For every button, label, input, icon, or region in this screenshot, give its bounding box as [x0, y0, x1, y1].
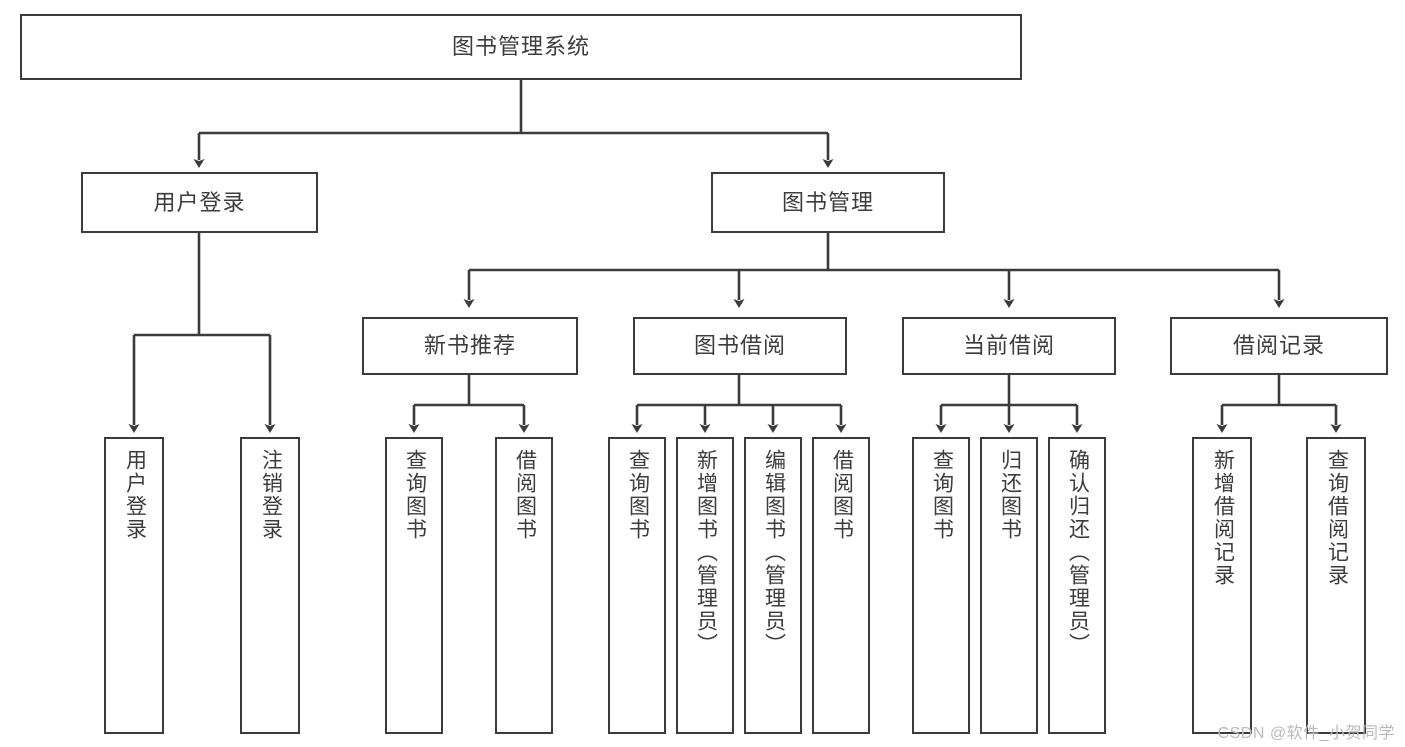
node-current-borrow-label: 当前借阅 [962, 333, 1055, 359]
leaf-borrow-book-1-label: 借阅图书 [513, 449, 537, 541]
leaf-return-book-label: 归还图书 [998, 449, 1022, 541]
leaf-query-book-2[interactable]: 查询图书 [608, 437, 666, 734]
node-root[interactable]: 图书管理系统 [20, 14, 1022, 80]
leaf-user-login[interactable]: 用户登录 [104, 437, 164, 734]
node-borrow-record[interactable]: 借阅记录 [1170, 317, 1388, 375]
leaf-return-book[interactable]: 归还图书 [980, 437, 1038, 734]
leaf-edit-book[interactable]: 编辑图书（管理员） [744, 437, 802, 734]
node-book-borrow-label: 图书借阅 [693, 333, 786, 359]
node-book-manage-label: 图书管理 [781, 189, 874, 215]
leaf-borrow-book-1[interactable]: 借阅图书 [495, 437, 553, 734]
leaf-query-book-1[interactable]: 查询图书 [385, 437, 443, 734]
node-new-book-recommend[interactable]: 新书推荐 [362, 317, 578, 375]
csdn-watermark: CSDN @软件_小贺同学 [1217, 725, 1395, 742]
leaf-user-logout[interactable]: 注销登录 [240, 437, 300, 734]
node-user-login[interactable]: 用户登录 [81, 172, 318, 233]
leaf-query-book-3[interactable]: 查询图书 [912, 437, 970, 734]
leaf-borrow-book-2[interactable]: 借阅图书 [812, 437, 870, 734]
leaf-query-book-2-label: 查询图书 [626, 449, 650, 541]
leaf-confirm-return-label: 确认归还（管理员） [1066, 449, 1090, 656]
leaf-confirm-return[interactable]: 确认归还（管理员） [1048, 437, 1106, 734]
leaf-add-book[interactable]: 新增图书（管理员） [676, 437, 734, 734]
leaf-user-logout-label: 注销登录 [259, 449, 283, 541]
node-current-borrow[interactable]: 当前借阅 [902, 317, 1116, 375]
node-user-login-label: 用户登录 [153, 189, 246, 215]
node-borrow-record-label: 借阅记录 [1232, 333, 1325, 359]
leaf-query-book-1-label: 查询图书 [403, 449, 427, 541]
node-new-book-recommend-label: 新书推荐 [423, 333, 516, 359]
node-book-borrow[interactable]: 图书借阅 [633, 317, 847, 375]
leaf-add-borrow-record-label: 新增借阅记录 [1211, 449, 1235, 587]
leaf-add-book-label: 新增图书（管理员） [694, 449, 718, 656]
leaf-query-book-3-label: 查询图书 [930, 449, 954, 541]
leaf-query-borrow-record[interactable]: 查询借阅记录 [1306, 437, 1366, 734]
leaf-user-login-label: 用户登录 [123, 449, 147, 541]
leaf-add-borrow-record[interactable]: 新增借阅记录 [1192, 437, 1252, 734]
node-book-manage[interactable]: 图书管理 [711, 172, 945, 233]
leaf-query-borrow-record-label: 查询借阅记录 [1325, 449, 1349, 587]
leaf-edit-book-label: 编辑图书（管理员） [762, 449, 786, 656]
node-root-label: 图书管理系统 [451, 34, 590, 60]
leaf-borrow-book-2-label: 借阅图书 [830, 449, 854, 541]
